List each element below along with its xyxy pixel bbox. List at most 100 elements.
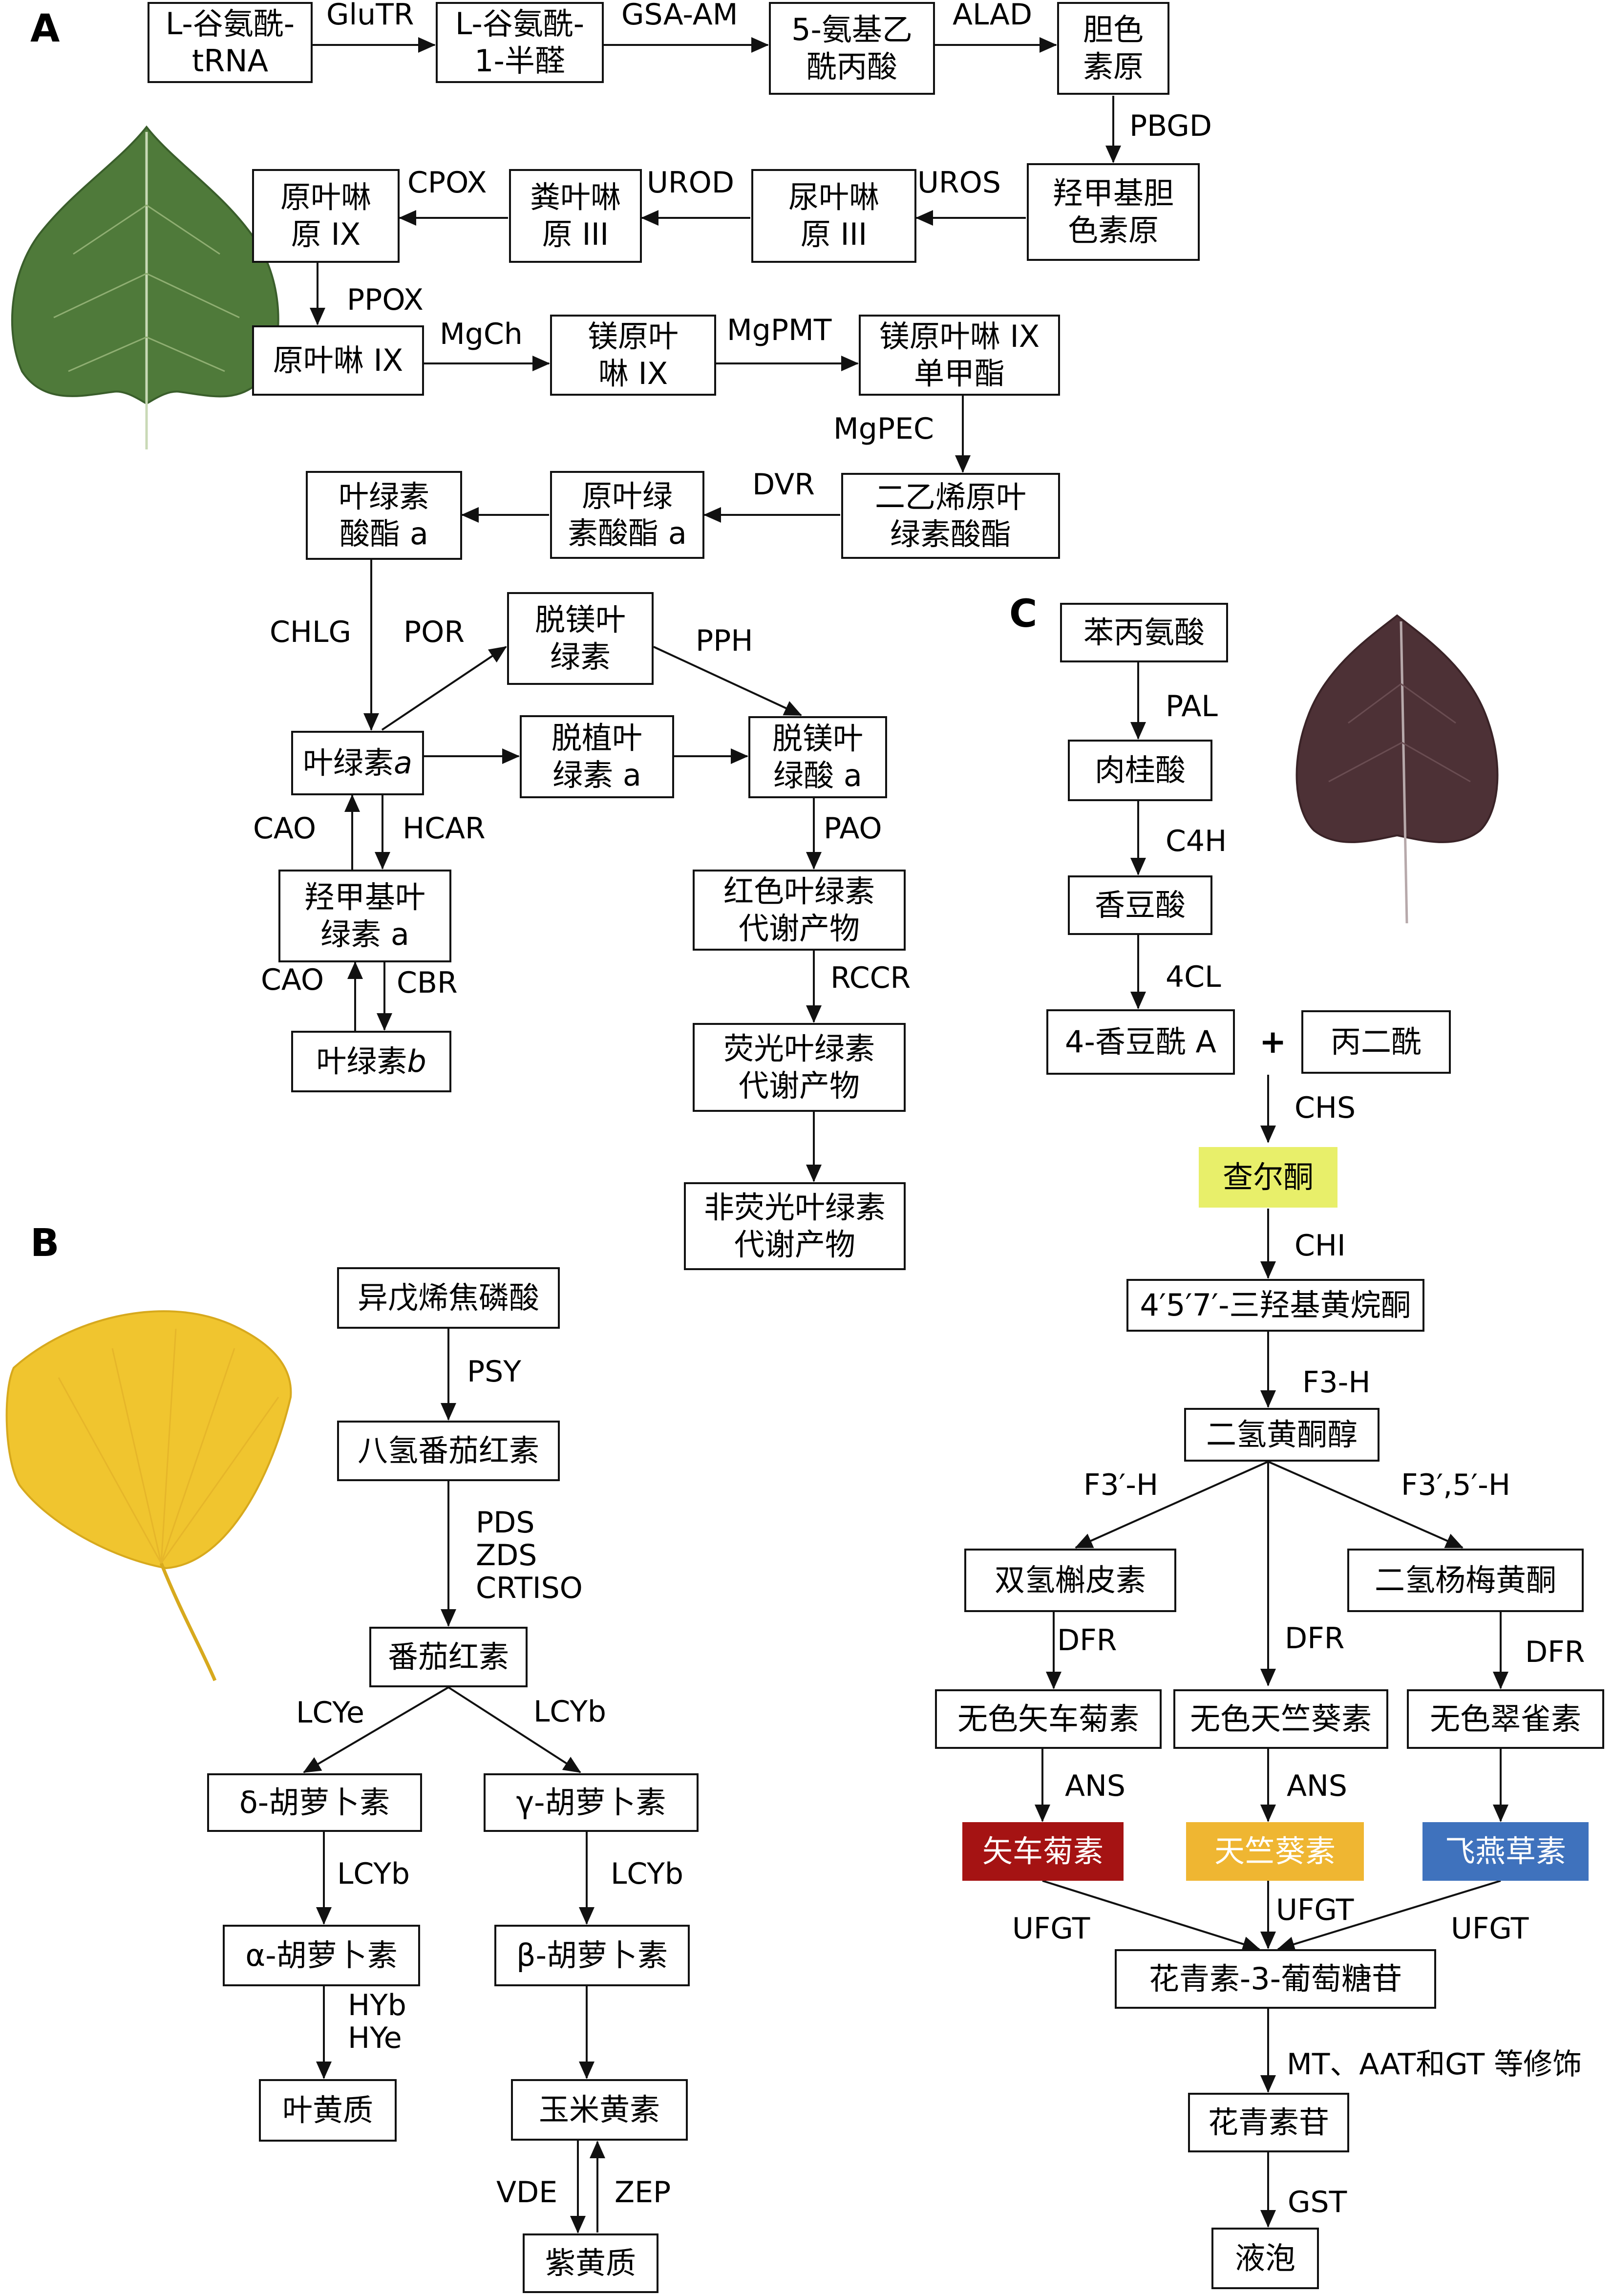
- enzyme-lcyb-top: LCYb: [533, 1695, 607, 1729]
- node-fcc: 荧光叶绿素 代谢产物: [693, 1023, 906, 1112]
- node-phe: 苯丙氨酸: [1060, 603, 1228, 662]
- panel-label-a: A: [30, 7, 60, 51]
- panel-label-b: B: [30, 1221, 60, 1265]
- enzyme-ufgt-1: UFGT: [1012, 1912, 1090, 1946]
- node-leuco-del: 无色翠雀素: [1407, 1689, 1604, 1749]
- node-malonyl: 丙二酰: [1301, 1010, 1451, 1074]
- node-dhq: 双氢槲皮素: [964, 1549, 1176, 1612]
- node-leuco-cyan: 无色矢车菊素: [935, 1689, 1162, 1749]
- node-pchlide-a: 原叶绿 素酸酯 a: [550, 471, 704, 559]
- enzyme-mgpmt: MgPMT: [727, 313, 832, 347]
- node-pbg: 胆色 素原: [1057, 2, 1169, 95]
- node-hmchl-a: 羟甲基叶 绿素 a: [278, 870, 451, 962]
- yellow-ginkgo-leaf: [5, 1310, 292, 1681]
- enzyme-f3ph: F3′-H: [1083, 1468, 1159, 1502]
- enzyme-dfr-1: DFR: [1057, 1623, 1117, 1658]
- enzyme-ufgt-2: UFGT: [1276, 1893, 1354, 1927]
- enzyme-f3h: F3-H: [1302, 1365, 1371, 1400]
- node-phytoene: 八氢番茄红素: [337, 1421, 560, 1481]
- arrow: [1277, 1880, 1501, 1952]
- node-cyanidin: 矢车菊素: [962, 1822, 1124, 1881]
- enzyme-cbr: CBR: [397, 966, 458, 1000]
- node-beta-carotene: β-胡萝卜素: [494, 1925, 690, 1986]
- node-delta-carotene: δ-胡萝卜素: [207, 1773, 422, 1832]
- plus-sign: +: [1259, 1023, 1287, 1061]
- enzyme-lcye: LCYe: [296, 1696, 364, 1730]
- enzyme-ans-1: ANS: [1065, 1769, 1126, 1803]
- enzyme-lcyb-left: LCYb: [337, 1857, 410, 1891]
- node-zeaxanthin: 玉米黄素: [511, 2079, 688, 2141]
- enzyme-por: POR: [403, 615, 465, 649]
- enzyme-hy-group: HYb HYe: [348, 1988, 406, 2056]
- node-pheophorbide-a: 脱镁叶 绿酸 a: [748, 716, 887, 798]
- node-coumaric: 香豆酸: [1068, 875, 1212, 935]
- arrow: [381, 646, 507, 731]
- enzyme-pbgd: PBGD: [1129, 109, 1212, 143]
- node-ipp: 异戊烯焦磷酸: [337, 1267, 560, 1329]
- enzyme-chi: CHI: [1295, 1229, 1346, 1263]
- enzyme-gst: GST: [1288, 2185, 1347, 2219]
- arrow: [447, 1686, 581, 1773]
- yellow-ginkgo-leaf-blade: [5, 1310, 292, 1570]
- node-pheophorbide: 脱镁叶 绿素: [507, 592, 654, 685]
- enzyme-ufgt-3: UFGT: [1451, 1912, 1529, 1946]
- enzyme-pal: PAL: [1166, 689, 1218, 723]
- enzyme-f35h: F3′,5′-H: [1401, 1468, 1510, 1502]
- node-glu-semialdehyde: L-谷氨酰- 1-半醛: [436, 2, 604, 83]
- enzyme-dvr: DVR: [752, 468, 815, 502]
- node-dhm: 二氢杨梅黄酮: [1347, 1549, 1584, 1612]
- chl-b-italic: b: [407, 1043, 426, 1080]
- arrow: [303, 1686, 449, 1773]
- enzyme-cao-1: CAO: [253, 811, 317, 846]
- green-poplar-leaf-blade: [11, 125, 279, 405]
- node-alpha-carotene: α-胡萝卜素: [223, 1925, 420, 1986]
- arrows-layer: [303, 37, 1508, 2233]
- node-coumaroyl-coa: 4-香豆酰 A: [1046, 1009, 1235, 1075]
- enzyme-pds-group: PDS ZDS CRTISO: [476, 1506, 583, 1606]
- node-vacuole: 液泡: [1211, 2228, 1319, 2289]
- node-chlide-a: 叶绿素 酸酯 a: [306, 471, 462, 560]
- node-cinnamic: 肉桂酸: [1068, 740, 1212, 801]
- node-pheophytin: 脱植叶 绿素 a: [520, 715, 674, 798]
- enzyme-pph: PPH: [696, 624, 753, 658]
- enzyme-glutr: GluTR: [326, 0, 414, 32]
- enzyme-zep: ZEP: [615, 2175, 671, 2210]
- node-gamma-carotene: γ-胡萝卜素: [484, 1773, 699, 1832]
- enzyme-dfr-3: DFR: [1525, 1635, 1585, 1669]
- enzyme-vde: VDE: [496, 2175, 558, 2210]
- enzyme-chs: CHS: [1295, 1091, 1356, 1125]
- enzyme-cpox: CPOX: [407, 166, 487, 200]
- enzyme-gsa-am: GSA-AM: [621, 0, 738, 32]
- enzyme-cao-2: CAO: [261, 963, 324, 997]
- node-dv-pchlide: 二乙烯原叶 绿素酸酯: [841, 473, 1060, 559]
- node-chalcone: 查尔酮: [1199, 1147, 1337, 1208]
- node-proto9-gen: 原叶啉 原 IX: [252, 169, 400, 263]
- enzyme-urod: UROD: [647, 166, 735, 200]
- enzyme-4cl: 4CL: [1166, 960, 1221, 994]
- arrow: [1075, 1461, 1269, 1549]
- green-poplar-leaf: [11, 125, 279, 449]
- node-mg-proto: 镁原叶 啉 IX: [550, 315, 716, 396]
- node-pelargonidin: 天竺葵素: [1186, 1822, 1364, 1881]
- node-chl-a: 叶绿素 a: [291, 731, 424, 795]
- node-naringenin: 4′5′7′-三羟基黄烷酮: [1126, 1279, 1424, 1332]
- enzyme-pao: PAO: [824, 811, 882, 846]
- arrow: [1042, 1880, 1260, 1952]
- enzyme-ppox: PPOX: [347, 283, 424, 317]
- arrow: [653, 646, 802, 716]
- node-violaxanthin: 紫黄质: [523, 2233, 658, 2293]
- node-uro3: 尿叶啉 原 III: [751, 169, 916, 263]
- enzyme-dfr-2: DFR: [1285, 1621, 1345, 1656]
- enzyme-modifications: MT、AAT和GT 等修饰: [1287, 2047, 1582, 2082]
- enzyme-ans-2: ANS: [1287, 1769, 1348, 1803]
- enzyme-mgpec: MgPEC: [833, 412, 934, 446]
- enzyme-psy: PSY: [467, 1355, 521, 1389]
- enzyme-chlg: CHLG: [270, 615, 351, 649]
- node-proto9: 原叶啉 IX: [252, 325, 424, 396]
- enzyme-uros: UROS: [917, 166, 1001, 200]
- enzyme-alad: ALAD: [953, 0, 1033, 32]
- node-dhk: 二氢黄酮醇: [1184, 1408, 1380, 1462]
- chl-a-italic: a: [394, 745, 412, 781]
- enzyme-hcar: HCAR: [403, 811, 486, 846]
